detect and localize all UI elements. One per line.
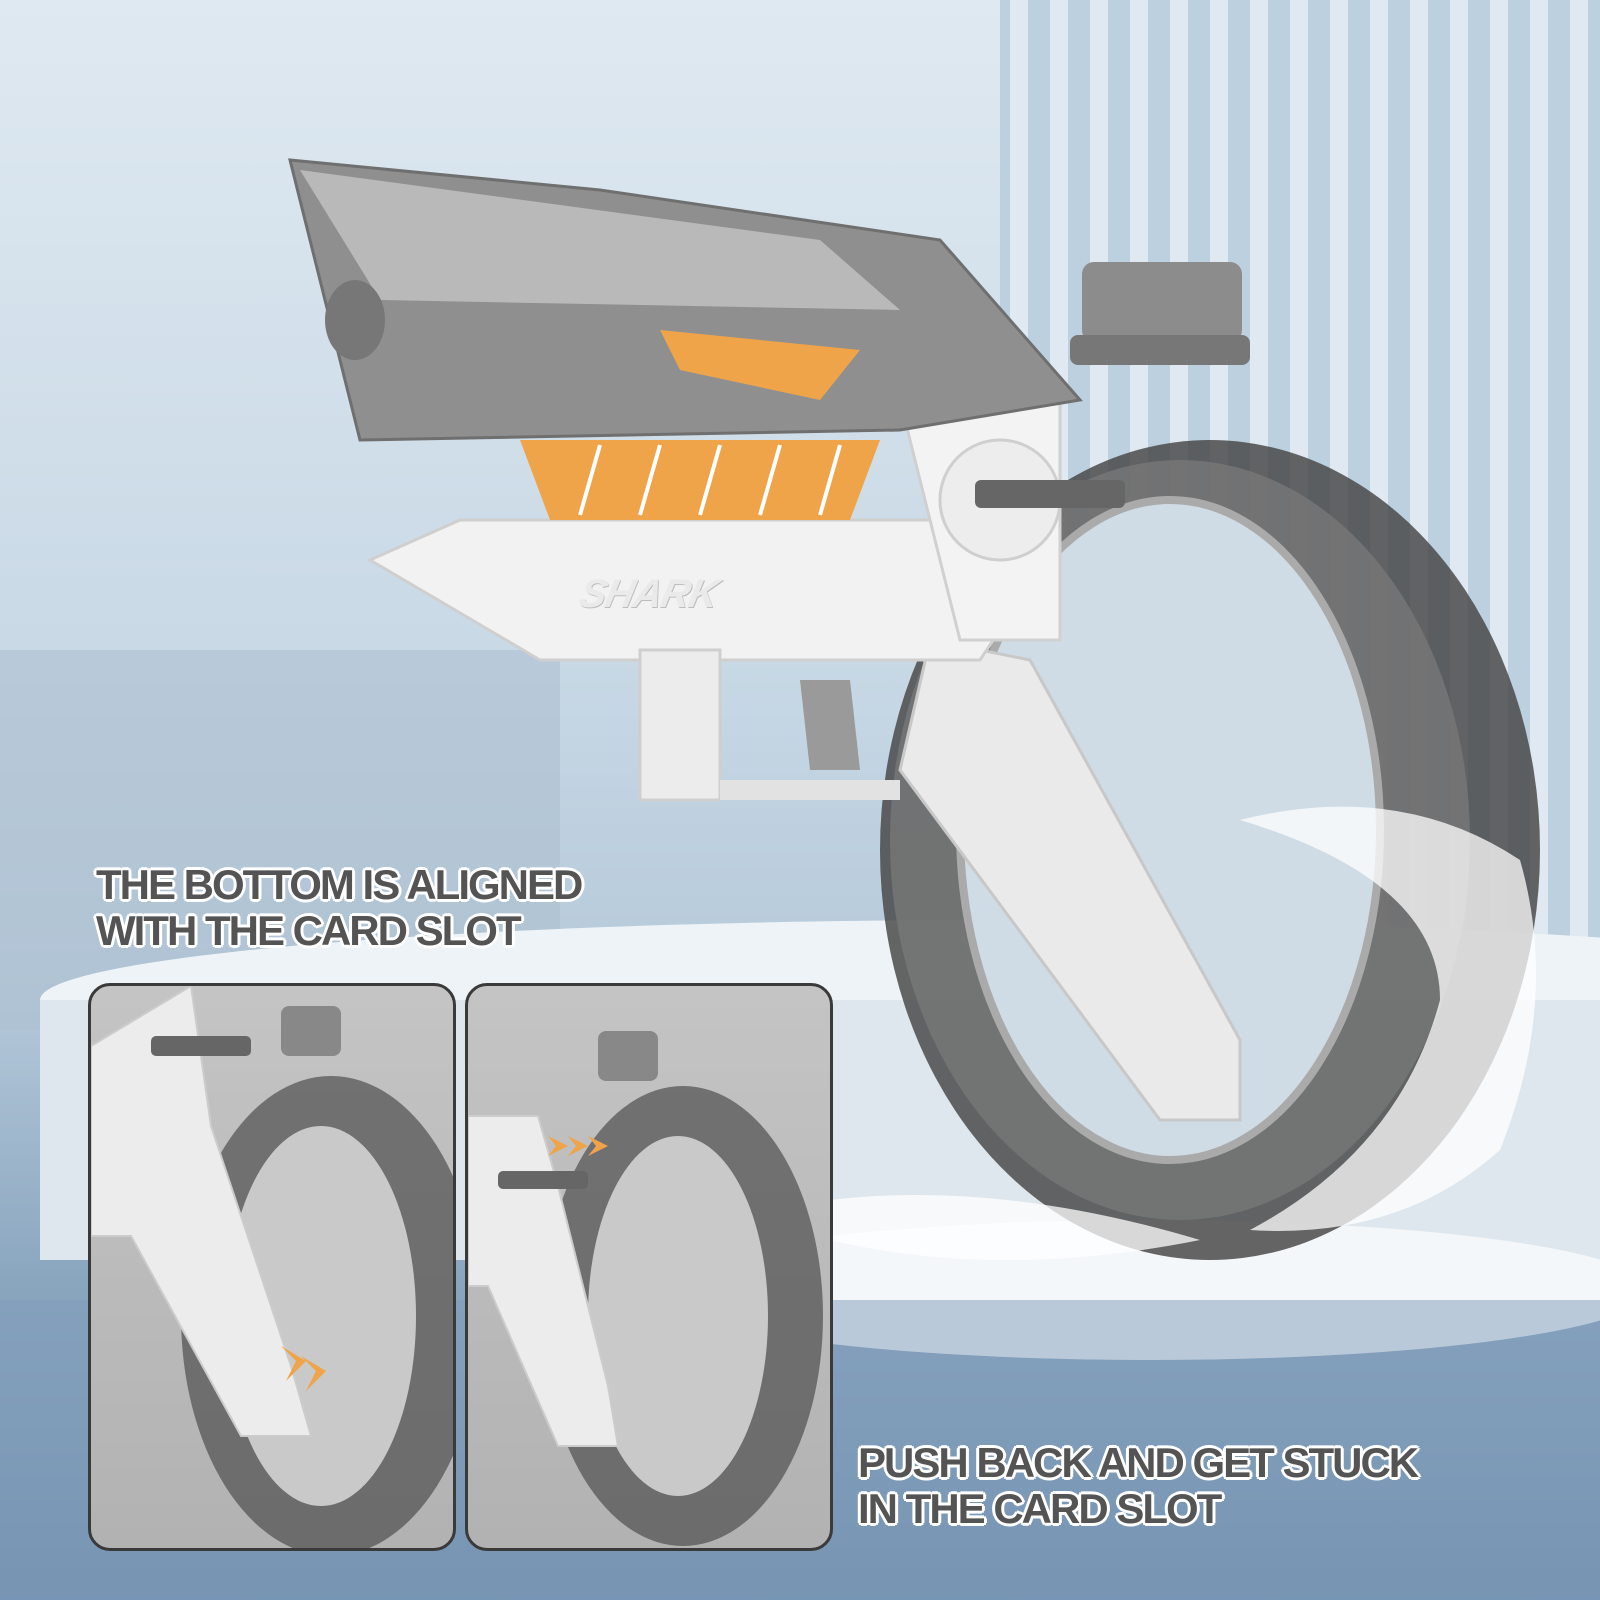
teeth-accent bbox=[520, 440, 880, 520]
step-panel-push-back bbox=[465, 983, 833, 1551]
water-splash bbox=[830, 806, 1536, 1260]
eye-accent bbox=[660, 330, 860, 400]
step-panel-aligned bbox=[88, 983, 456, 1551]
water-gun bbox=[288, 158, 1242, 1122]
shark-logo: SHARK bbox=[575, 572, 723, 616]
water-tank-ring bbox=[880, 440, 1540, 1260]
double-chevron-icon bbox=[548, 1136, 608, 1156]
caption-line: PUSH BACK AND GET STUCK bbox=[858, 1439, 1419, 1486]
caption-line: THE BOTTOM IS ALIGNED bbox=[96, 861, 583, 908]
caption-line: WITH THE CARD SLOT bbox=[96, 907, 522, 954]
caption-push-back: PUSH BACK AND GET STUCK IN THE CARD SLOT bbox=[858, 1439, 1419, 1532]
double-chevron-icon bbox=[281, 1346, 326, 1391]
tank-cap bbox=[1070, 262, 1250, 365]
caption-aligned: THE BOTTOM IS ALIGNED WITH THE CARD SLOT bbox=[96, 861, 583, 954]
caption-line: IN THE CARD SLOT bbox=[858, 1485, 1222, 1532]
